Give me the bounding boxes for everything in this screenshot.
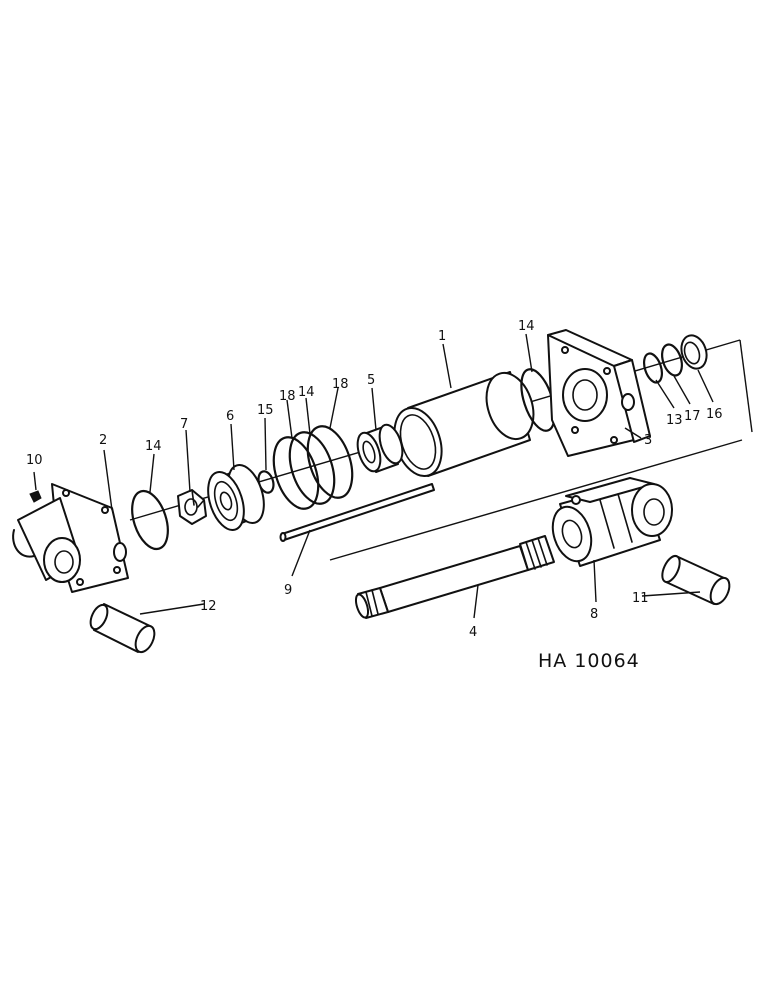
callout-16: 16 bbox=[706, 407, 723, 422]
callout-14-left: 14 bbox=[145, 439, 162, 454]
part-5-spacer bbox=[356, 423, 404, 473]
part-18-backup-ring-right bbox=[306, 425, 354, 499]
callout-14-right: 14 bbox=[518, 319, 535, 334]
callout-7: 7 bbox=[180, 417, 188, 432]
callout-4: 4 bbox=[469, 625, 477, 640]
part-18-backup-ring-left bbox=[272, 436, 320, 510]
part-7-nut bbox=[177, 489, 207, 525]
part-10-grease-fitting bbox=[29, 490, 42, 503]
callout-leader-lines bbox=[33, 333, 714, 619]
part-2-clevis-mount bbox=[12, 483, 129, 593]
part-8-rod-clevis bbox=[551, 477, 673, 567]
callout-14-middle: 14 bbox=[298, 385, 315, 400]
callout-18-right: 18 bbox=[332, 377, 349, 392]
part-11-pin bbox=[661, 554, 731, 606]
part-14-o-ring-middle bbox=[288, 431, 336, 505]
callout-18-left: 18 bbox=[279, 389, 296, 404]
callout-5: 5 bbox=[367, 373, 375, 388]
callout-17: 17 bbox=[684, 409, 701, 424]
part-12-pin bbox=[89, 603, 156, 654]
callout-15: 15 bbox=[257, 403, 274, 418]
part-3-rear-head bbox=[547, 329, 651, 457]
figure-reference-code: HA 10064 bbox=[538, 650, 640, 672]
part-16-wiper bbox=[680, 334, 708, 370]
callout-13: 13 bbox=[666, 413, 683, 428]
callout-1: 1 bbox=[438, 329, 446, 344]
callout-labels: 1 2 3 4 5 6 7 8 9 10 11 12 13 14 14 14 1… bbox=[26, 319, 723, 640]
callout-8: 8 bbox=[590, 607, 598, 622]
callout-10: 10 bbox=[26, 453, 43, 468]
callout-9: 9 bbox=[284, 583, 292, 598]
part-6-piston bbox=[207, 464, 265, 531]
part-1-cylinder-barrel bbox=[393, 371, 535, 477]
part-9-tie-rod bbox=[279, 483, 435, 542]
callout-12: 12 bbox=[200, 599, 217, 614]
callout-6: 6 bbox=[226, 409, 234, 424]
callout-11: 11 bbox=[632, 591, 649, 606]
part-17-seal bbox=[661, 343, 683, 377]
part-4-piston-rod bbox=[354, 535, 555, 619]
callout-3: 3 bbox=[644, 433, 652, 448]
callout-2: 2 bbox=[99, 433, 107, 448]
part-14-o-ring-left bbox=[131, 489, 169, 551]
